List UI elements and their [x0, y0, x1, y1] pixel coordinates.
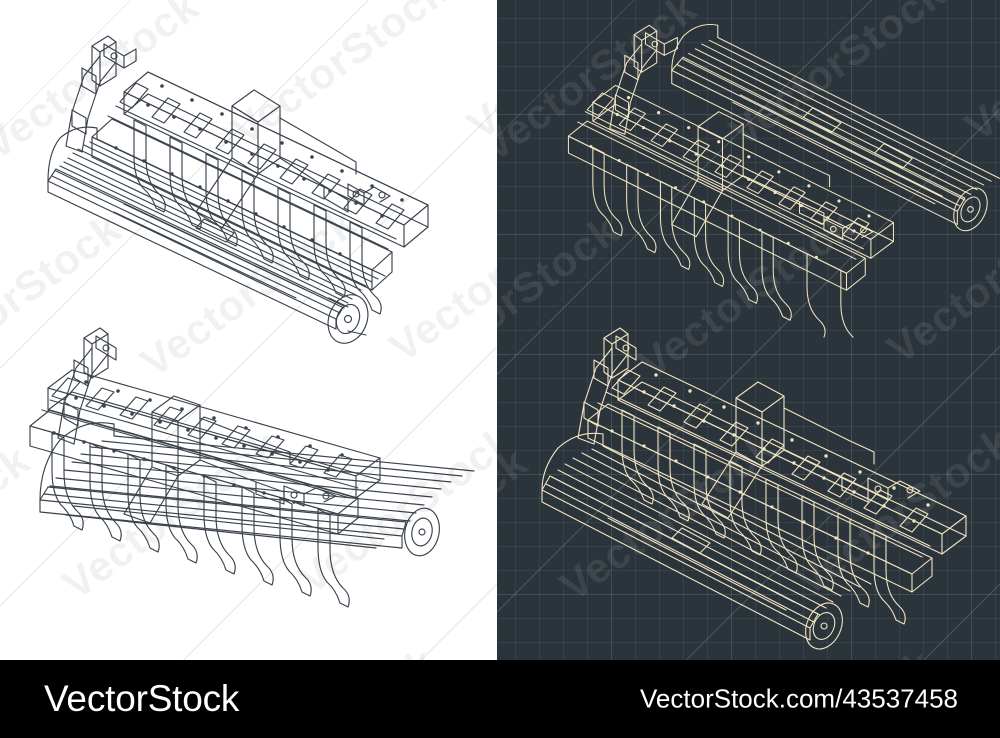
drawing-dark-bottom — [507, 320, 987, 650]
drawing-white-top — [0, 6, 466, 344]
drawing-dark-top — [521, 14, 1000, 338]
footer-bar: VectorStock VectorStock.com/43537458 — [0, 660, 1000, 738]
vectorstock-credit-url: VectorStock.com/43537458 — [640, 683, 958, 714]
vectorstock-brand-logo: VectorStock — [44, 678, 240, 719]
drawing-white-bottom — [6, 300, 476, 630]
